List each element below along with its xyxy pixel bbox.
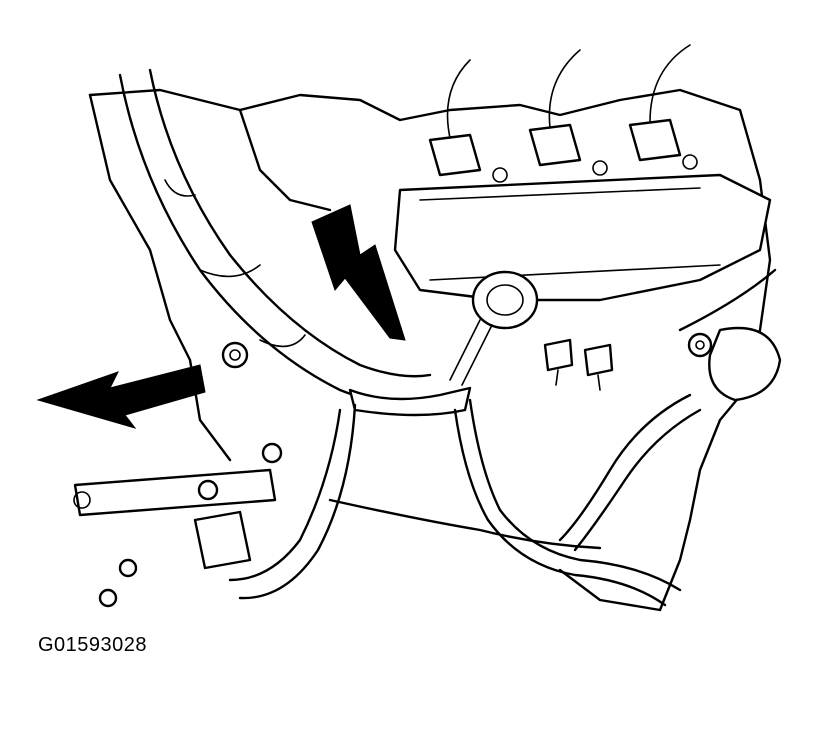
fuel-rail-left (73, 468, 277, 570)
valve-cover (393, 154, 772, 302)
figure-id-label: G01593028 (38, 634, 148, 656)
oil-dipstick-ring (449, 270, 539, 386)
harness-branch-left (228, 403, 357, 600)
spark-plug-boots (428, 44, 691, 177)
sensor-connectors (543, 338, 614, 391)
main-harness-conduit (118, 68, 472, 417)
engine-block (88, 88, 772, 612)
callout-arrows (36, 204, 406, 429)
left-arrow (36, 364, 206, 429)
upper-arrow (311, 204, 406, 341)
harness-branch-right (328, 393, 702, 607)
right-bracket (678, 268, 782, 402)
bolts (98, 332, 713, 608)
